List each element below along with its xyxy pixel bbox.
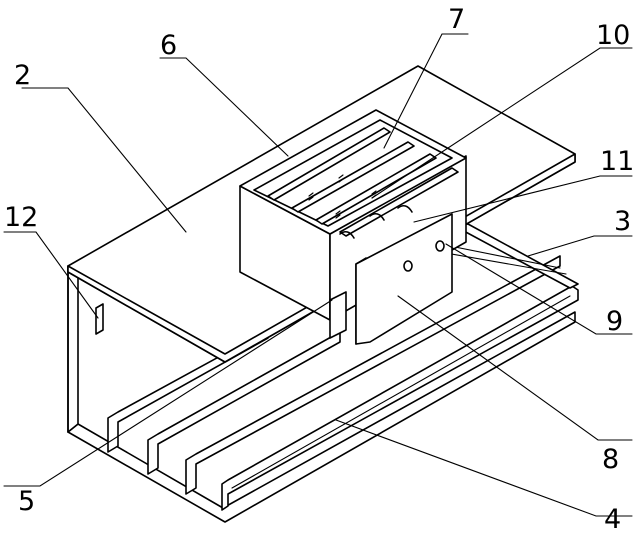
label-9: 9	[606, 306, 623, 337]
label-2: 2	[14, 60, 31, 91]
divider-2	[291, 141, 415, 213]
bolt-1	[403, 260, 413, 272]
slider-plate	[355, 213, 453, 345]
label-5: 5	[18, 486, 35, 517]
leader-9	[445, 243, 633, 335]
label-4: 4	[604, 504, 621, 535]
rail-3	[185, 255, 561, 495]
top-plate-edge	[67, 153, 576, 363]
divider-3	[315, 153, 437, 225]
comb-brushes	[339, 204, 413, 239]
leader-11	[413, 175, 633, 223]
label-6: 6	[160, 30, 177, 61]
left-wall	[67, 265, 79, 433]
leader-lines	[3, 33, 633, 517]
comb-1	[339, 230, 355, 239]
label-8: 8	[602, 444, 619, 475]
frame-body	[67, 265, 576, 523]
leader-2	[21, 87, 187, 233]
leader-4	[335, 419, 633, 517]
bolt-2	[435, 240, 445, 252]
leader-5	[3, 299, 333, 487]
support-post	[329, 291, 347, 339]
label-12: 12	[4, 202, 38, 233]
leader-6	[159, 57, 289, 157]
rail-2	[147, 331, 341, 475]
leader-7	[383, 33, 469, 149]
comb-2	[369, 212, 385, 221]
divider-4	[339, 167, 459, 237]
wall-slot	[95, 303, 104, 335]
label-7: 7	[448, 4, 465, 35]
comb-3	[397, 204, 413, 213]
storage-box	[239, 109, 467, 321]
reference-numerals: 2 6 7 10 11 3 12 9 8 5 4	[4, 4, 634, 535]
divider-1	[267, 127, 391, 201]
label-10: 10	[596, 20, 630, 51]
leader-12	[3, 231, 99, 319]
slider-assembly	[329, 213, 453, 345]
label-3: 3	[614, 206, 631, 237]
label-11: 11	[600, 146, 634, 177]
leader-3	[527, 235, 633, 257]
leader-10	[371, 47, 633, 199]
leader-8	[397, 295, 633, 441]
